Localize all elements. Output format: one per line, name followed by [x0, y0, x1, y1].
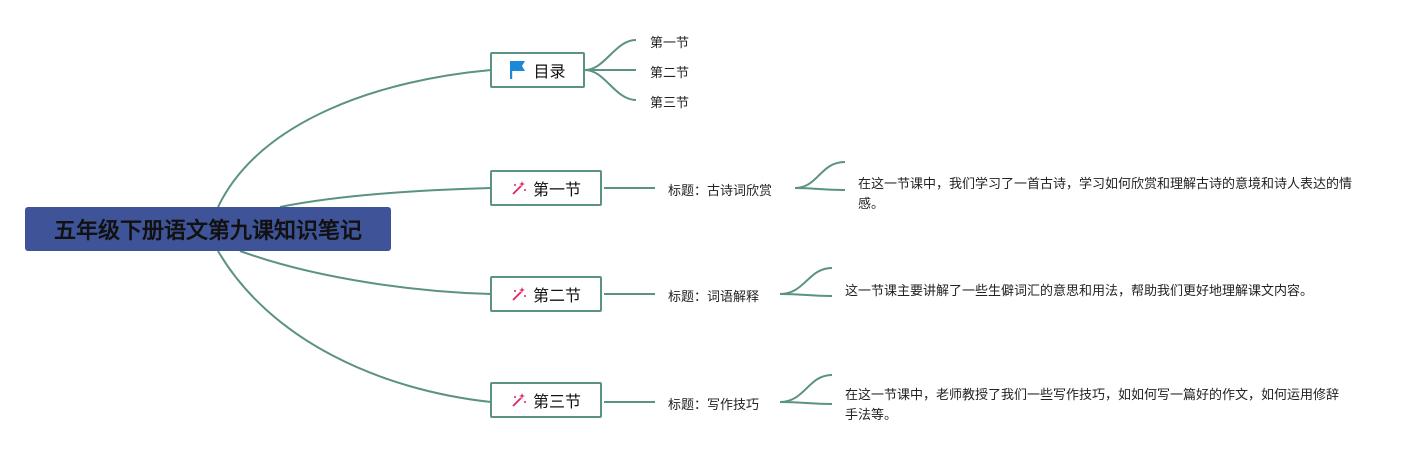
magic-wand-icon [511, 286, 527, 302]
topic-section-1[interactable]: 第一节 [490, 170, 602, 206]
section-3-heading[interactable]: 标题：写作技巧 [668, 398, 760, 413]
topic-section-3[interactable]: 第三节 [490, 382, 602, 418]
central-topic-label: 五年级下册语文第九课知识笔记 [53, 219, 362, 244]
magic-wand-icon [511, 180, 527, 196]
topic-toc-label: 目录 [533, 62, 566, 81]
topic-section-3-label: 第三节 [532, 392, 581, 411]
magic-wand-icon [511, 392, 527, 408]
central-topic[interactable]: 五年级下册语文第九课知识笔记 [25, 207, 391, 251]
toc-item-1[interactable]: 第一节 [650, 36, 690, 51]
section-2-description[interactable]: 这一节课主要讲解了一些生僻词汇的意思和用法，帮助我们更好地理解课文内容。 [845, 284, 1314, 299]
toc-item-3[interactable]: 第三节 [650, 96, 690, 111]
section-1-heading[interactable]: 标题：古诗词欣赏 [668, 184, 773, 199]
flag-icon [509, 60, 527, 80]
section-1-description[interactable]: 在这一节课中，我们学习了一首古诗，学习如何欣赏和理解古诗的意境和诗人表达的情感。 [858, 177, 1353, 212]
topic-section-2[interactable]: 第二节 [490, 276, 602, 312]
topic-section-1-label: 第一节 [532, 180, 581, 199]
section-2-heading[interactable]: 标题：词语解释 [668, 290, 760, 305]
topic-section-2-label: 第二节 [532, 286, 581, 305]
topic-toc[interactable]: 目录 [490, 52, 585, 88]
section-3-description[interactable]: 在这一节课中，老师教授了我们一些写作技巧，如如何写一篇好的作文，如何运用修辞手法… [845, 388, 1340, 423]
toc-item-2[interactable]: 第二节 [650, 66, 690, 81]
